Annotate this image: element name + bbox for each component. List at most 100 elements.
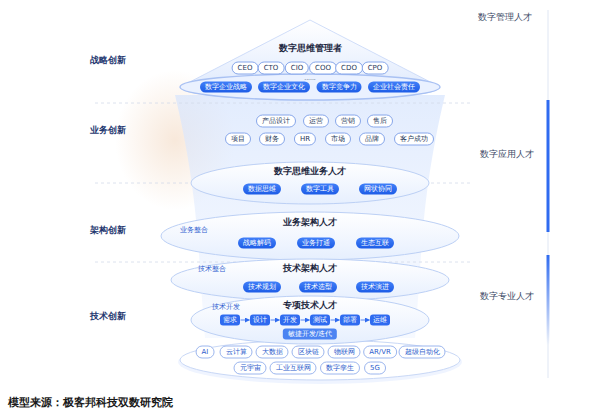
- pill-text: 技术选型: [304, 283, 332, 291]
- layer-heading: 业务架构人才: [283, 216, 337, 228]
- capability-pill: 战略解码: [238, 238, 276, 249]
- tag-pill: CPO: [362, 62, 389, 75]
- pill-text: CTO: [264, 64, 279, 72]
- pill-text: 业务打通: [302, 239, 330, 247]
- pill-text: 财务: [265, 135, 279, 143]
- tag-pill: CDO: [335, 62, 363, 75]
- pill-text: 超级自动化: [405, 348, 440, 356]
- pill-text: 部署: [343, 316, 357, 324]
- talent-layer: 业务架构人才战略解码 业务打通 生态互联: [160, 211, 460, 261]
- pill-text: 区块链: [298, 348, 319, 356]
- capability-pill: 生态互联: [356, 238, 394, 249]
- tag-pill: 营销: [335, 115, 361, 128]
- layer-heading: 数字思维业务人才: [274, 165, 346, 177]
- talent-layer: 数字思维业务人才数据思维 数字工具 网状协同: [190, 161, 430, 205]
- layer-heading: 专项技术人才: [283, 299, 337, 311]
- process-step: 开发: [280, 315, 300, 326]
- tag-pill: 运营: [303, 115, 329, 128]
- capability-pill: 数字企业战略: [200, 82, 252, 93]
- pill-text: 测试: [313, 316, 327, 324]
- process-step: 测试: [310, 315, 330, 326]
- pill-text: 市场: [331, 135, 345, 143]
- innovation-label: 业务创新: [90, 124, 126, 137]
- tag-pill: AI: [196, 346, 215, 359]
- tag-pill: 项目: [225, 133, 251, 146]
- innovation-label: 技术创新: [90, 310, 126, 323]
- capability-pill: 企业社会责任: [368, 82, 420, 93]
- pill-text: 技术演进: [361, 283, 389, 291]
- side-note: 业务整合: [180, 226, 208, 235]
- pill-text: AI: [202, 348, 209, 356]
- pill-text: CPO: [368, 64, 383, 72]
- process-step: 部署: [340, 315, 360, 326]
- tag-pill: 产品设计: [256, 115, 296, 128]
- capability-pill: 数字竞争力: [317, 82, 362, 93]
- pill-text: 5G: [370, 364, 380, 372]
- pill-text: COO: [315, 64, 331, 72]
- tag-pill: 超级自动化: [399, 346, 446, 359]
- capability-pill: 数字企业文化: [258, 82, 310, 93]
- tag-pill: 数字孪生: [320, 362, 360, 375]
- pill-text: 数字工具: [306, 185, 334, 193]
- capability-pill: 业务打通: [297, 238, 335, 249]
- tag-pill: 售后: [367, 115, 393, 128]
- pill-text: CDO: [341, 64, 357, 72]
- pill-text: 运维: [373, 316, 387, 324]
- layer-heading: 数字思维管理者: [279, 42, 342, 54]
- tag-pill: 元宇宙: [234, 362, 267, 375]
- tag-pill: COO: [309, 62, 337, 75]
- tag-pill: HR: [294, 133, 316, 146]
- capability-pill: 技术规划: [243, 282, 281, 293]
- pill-text: 数字竞争力: [322, 83, 357, 91]
- talent-label: 数字管理人才: [478, 12, 532, 24]
- pill-text: 数字企业文化: [263, 83, 305, 91]
- pill-text: HR: [300, 135, 310, 143]
- tag-pill: 财务: [259, 133, 285, 146]
- pill-text: 生态互联: [361, 239, 389, 247]
- process-step: 运维: [370, 315, 390, 326]
- tag-pill: 敏捷开发/迭代: [283, 329, 337, 340]
- pill-text: 数字企业战略: [205, 83, 247, 91]
- pill-text: 战略解码: [243, 239, 271, 247]
- pill-text: 云计算: [226, 348, 247, 356]
- process-step: 需求: [220, 315, 240, 326]
- pill-text: CIO: [291, 64, 303, 72]
- source-caption: 模型来源：极客邦科技双数研究院: [8, 395, 173, 410]
- pill-text: CEO: [238, 64, 253, 72]
- innovation-label: 架构创新: [90, 224, 126, 237]
- side-note: ......: [304, 74, 315, 81]
- capability-pill: 数字工具: [301, 184, 339, 195]
- pill-text: 运营: [309, 117, 323, 125]
- pill-text: 敏捷开发/迭代: [288, 330, 332, 338]
- process-step: 设计: [250, 315, 270, 326]
- layer-heading: 技术架构人才: [283, 262, 337, 274]
- pill-text: 项目: [231, 135, 245, 143]
- tag-pill: 工业互联网: [270, 362, 317, 375]
- pill-text: 技术规划: [248, 283, 276, 291]
- capability-pill: 技术演进: [356, 282, 394, 293]
- tag-pill: CEO: [232, 62, 259, 75]
- talent-label: 数字应用人才: [480, 149, 534, 161]
- pill-text: 品牌: [365, 135, 379, 143]
- capability-pill: 数据思维: [243, 184, 281, 195]
- innovation-label: 战略创新: [90, 54, 126, 67]
- pill-text: 客户成功: [400, 135, 428, 143]
- pill-text: 开发: [283, 316, 297, 324]
- pill-text: AR/VR: [369, 348, 391, 356]
- side-note: 技术整合: [198, 265, 226, 274]
- pill-text: 售后: [373, 117, 387, 125]
- pill-text: 设计: [253, 316, 267, 324]
- tag-pill: 品牌: [359, 133, 385, 146]
- pill-text: 物联网: [334, 348, 355, 356]
- tag-pill: 大数据: [256, 346, 289, 359]
- side-note: 技术开发: [212, 303, 240, 312]
- tag-pill: AR/VR: [363, 346, 397, 359]
- leader-cone: 数字思维管理者 CEO CTO CIO COO CDO CPO 数字企业战略 数字企业文化 数字竞…: [175, 16, 445, 104]
- tag-pill: 云计算: [220, 346, 253, 359]
- pill-text: 产品设计: [262, 117, 290, 125]
- talent-label: 数字专业人才: [480, 291, 534, 303]
- pill-text: 元宇宙: [240, 364, 261, 372]
- pill-text: 需求: [223, 316, 237, 324]
- tag-pill: 物联网: [328, 346, 361, 359]
- capability-pill: 网状协同: [359, 184, 397, 195]
